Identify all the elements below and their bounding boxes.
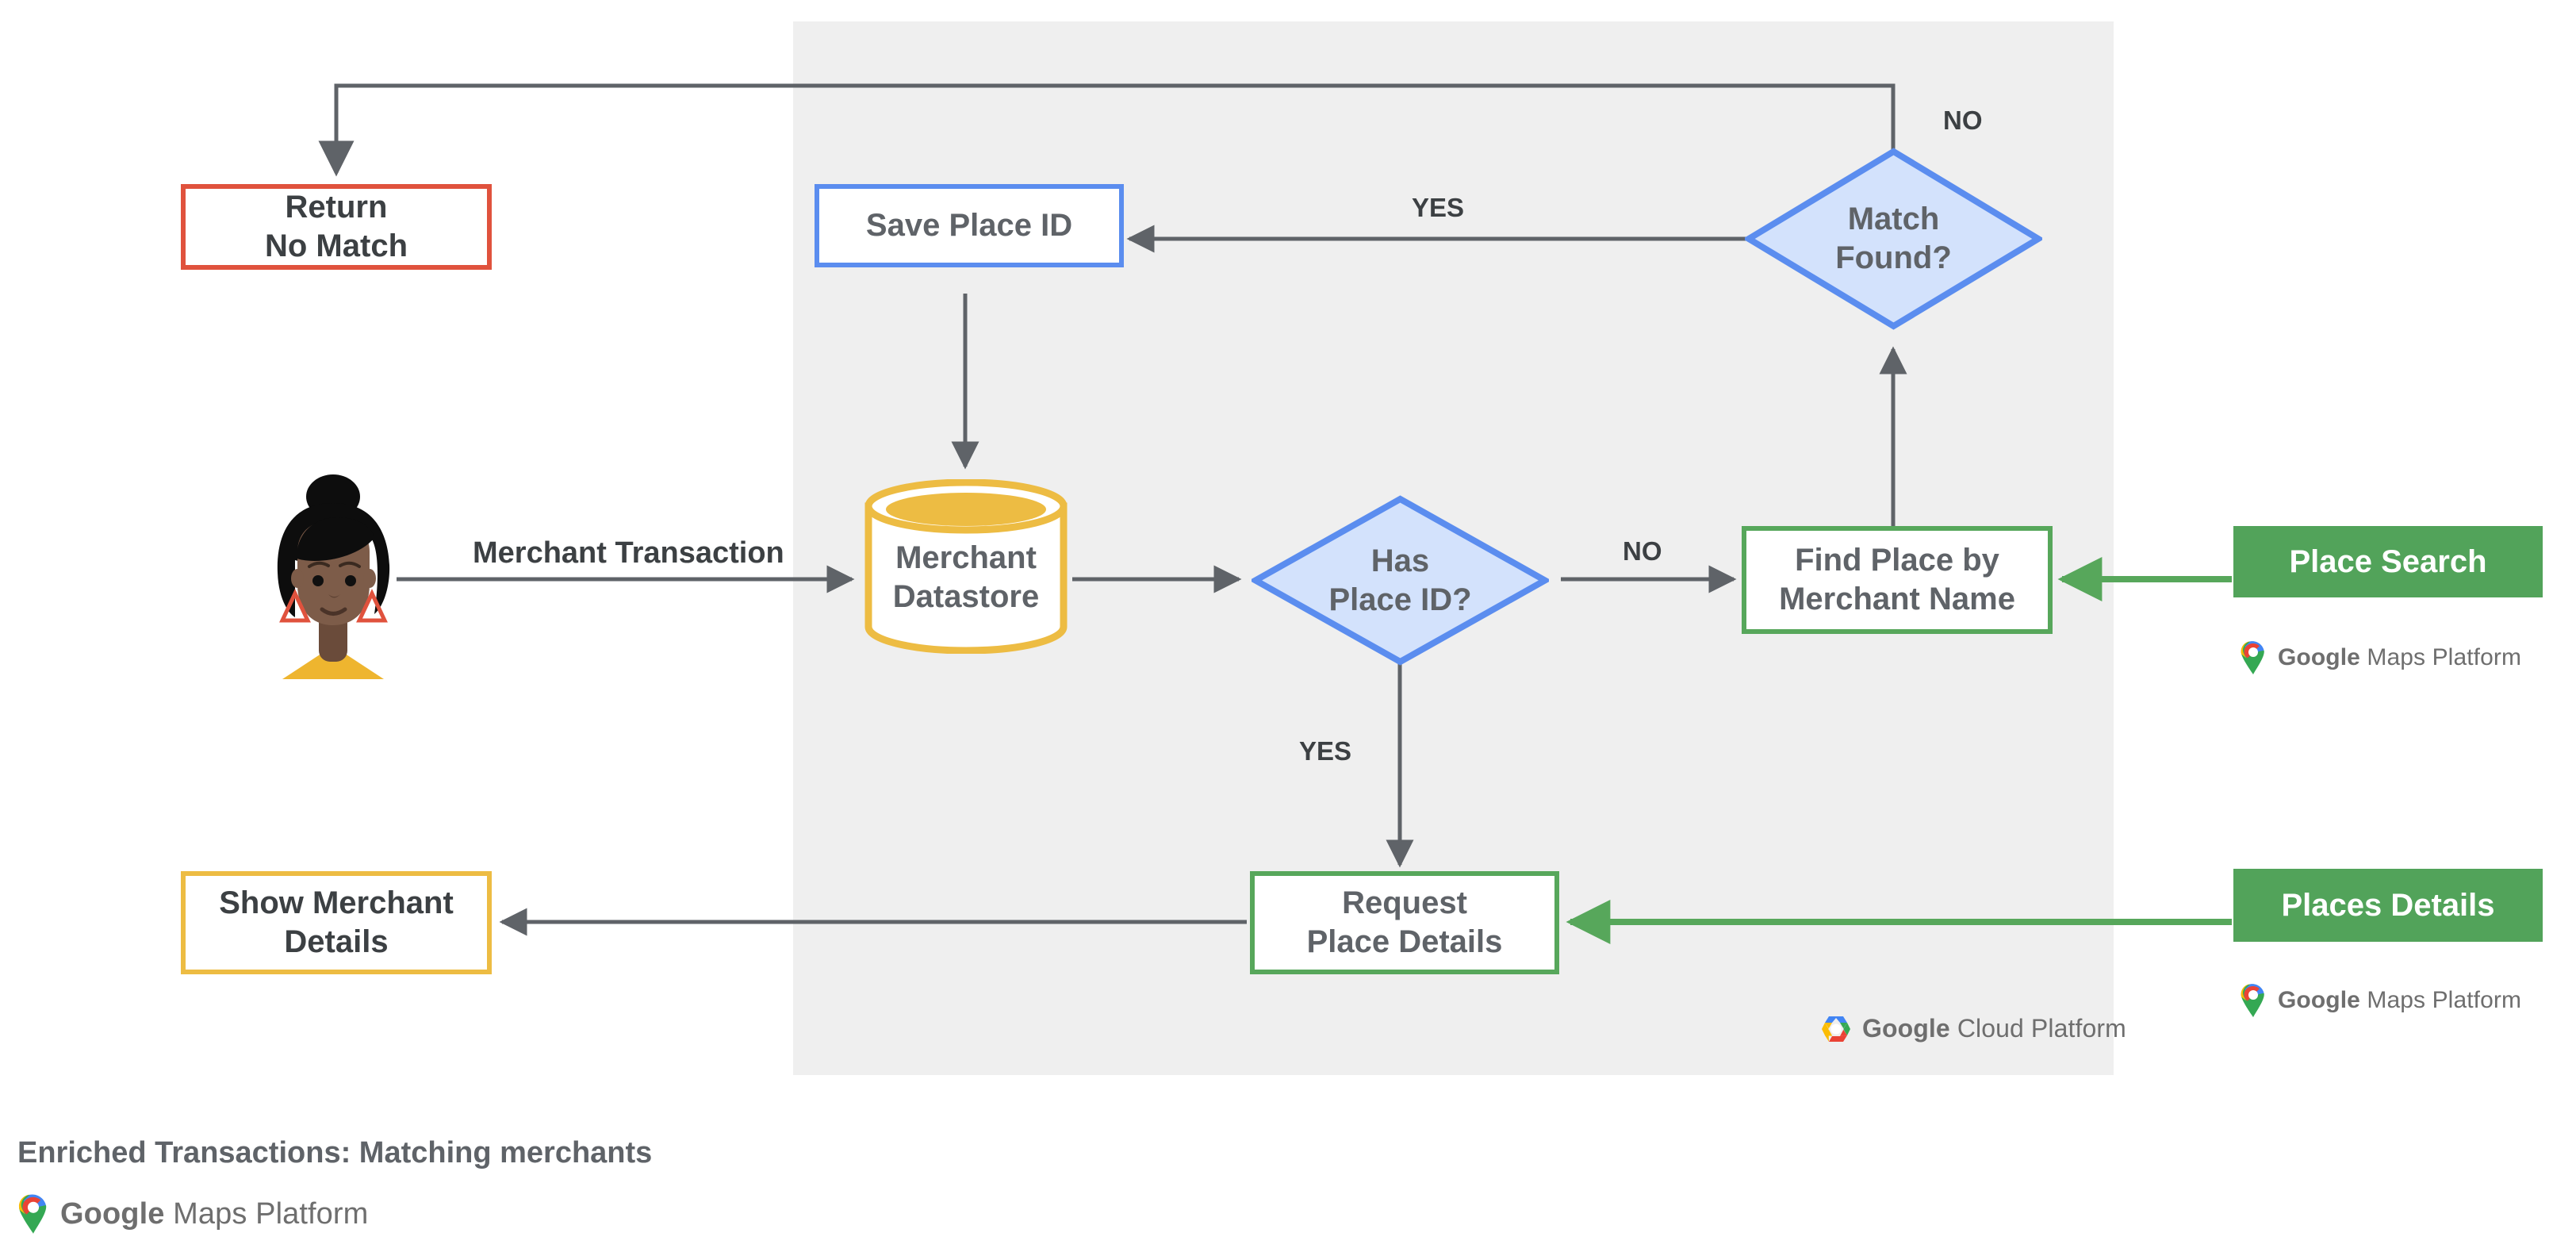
page-title: Enriched Transactions: Matching merchant… bbox=[17, 1136, 653, 1169]
node-label: Return No Match bbox=[265, 190, 408, 263]
product-places-details[interactable]: Places Details bbox=[2233, 869, 2543, 942]
google-maps-pin-icon bbox=[2241, 641, 2264, 674]
node-save-place-id[interactable]: Save Place ID bbox=[815, 184, 1124, 267]
node-label: Show Merchant Details bbox=[219, 885, 454, 959]
node-request-place-details[interactable]: Request Place Details bbox=[1250, 871, 1559, 974]
node-has-place-id[interactable]: Has Place ID? bbox=[1248, 495, 1552, 666]
google-cloud-platform-attribution: Google Cloud Platform bbox=[1821, 1014, 2126, 1043]
node-return-no-match[interactable]: Return No Match bbox=[181, 184, 492, 270]
cylinder-shape bbox=[864, 479, 1068, 654]
attribution-text: Google Maps Platform bbox=[60, 1196, 369, 1231]
caption-attribution: Google Maps Platform bbox=[17, 1194, 368, 1234]
attribution-text: Google Maps Platform bbox=[2278, 987, 2522, 1013]
diamond-shape bbox=[1742, 148, 2045, 330]
edge-label-match-found-no: NO bbox=[1943, 106, 1983, 135]
attribution-text: Google Maps Platform bbox=[2278, 644, 2522, 670]
place-search-attribution: Google Maps Platform bbox=[2240, 641, 2521, 674]
node-label: Has Place ID? bbox=[1328, 543, 1472, 617]
node-label: Request Place Details bbox=[1306, 885, 1503, 959]
google-maps-pin-icon bbox=[18, 1194, 47, 1234]
person-avatar-icon bbox=[277, 474, 390, 679]
node-label: Find Place by Merchant Name bbox=[1779, 543, 2015, 616]
node-find-place-by-merchant-name[interactable]: Find Place by Merchant Name bbox=[1742, 526, 2053, 634]
node-label: Merchant Datastore bbox=[892, 540, 1040, 614]
google-cloud-hexagon-icon bbox=[1822, 1016, 1850, 1042]
edge-label-has-place-id-no: NO bbox=[1623, 536, 1662, 566]
merchant-customer-avatar bbox=[262, 465, 404, 679]
edge-label-match-found-yes: YES bbox=[1412, 193, 1465, 222]
product-label: Places Details bbox=[2281, 887, 2495, 923]
google-maps-pin-icon bbox=[2241, 984, 2264, 1017]
places-details-attribution: Google Maps Platform bbox=[2240, 984, 2521, 1017]
product-place-search[interactable]: Place Search bbox=[2233, 526, 2543, 597]
diamond-shape bbox=[1248, 495, 1552, 666]
edge-label-merchant-transaction: Merchant Transaction bbox=[473, 536, 784, 570]
node-label: Match Found? bbox=[1835, 202, 1952, 275]
node-show-merchant-details[interactable]: Show Merchant Details bbox=[181, 871, 492, 974]
edge-label-has-place-id-yes: YES bbox=[1299, 736, 1352, 766]
node-label: Save Place ID bbox=[865, 208, 1073, 244]
attribution-text: Google Cloud Platform bbox=[1862, 1014, 2126, 1043]
node-merchant-datastore[interactable]: Merchant Datastore bbox=[863, 479, 1069, 654]
product-label: Place Search bbox=[2289, 543, 2487, 579]
node-match-found[interactable]: Match Found? bbox=[1742, 148, 2045, 330]
